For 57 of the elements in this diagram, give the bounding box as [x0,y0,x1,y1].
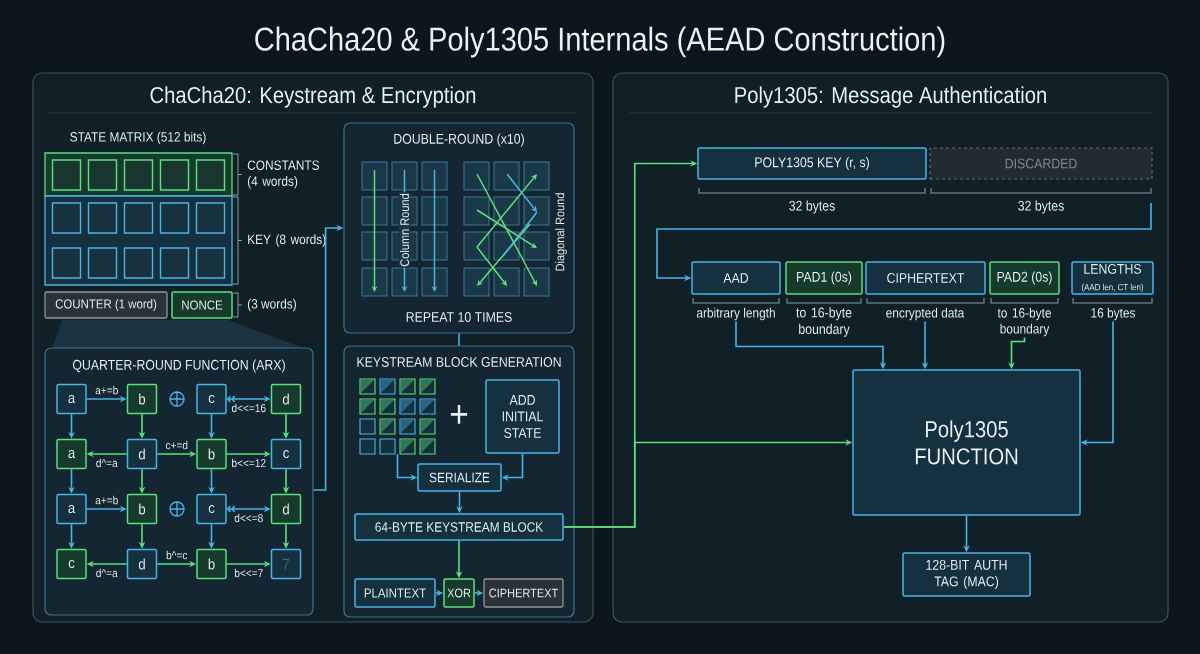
edge-label: b<<=7 [233,567,265,579]
output-box: 128-BIT AUTH TAG (MAC) [902,552,1031,597]
edge-label: b<<=12 [230,457,268,469]
size-label: 32 bytes [1018,200,1064,214]
connector-line [458,332,460,347]
message-box: LENGTHS (AAD len, CT len) [1071,261,1154,295]
variable-box: a [56,438,87,470]
note-text: 16 bytes [1091,307,1135,321]
variable-box: 7 [270,548,302,580]
variable-box: c [196,383,227,415]
variable-box: b [126,383,158,415]
variable-box: c [56,548,87,580]
size-label: KEY (8 words) [248,234,326,247]
key-box: POLY1305 KEY (r, s) [697,147,927,180]
plus-sign: + [448,404,470,428]
key-box: DISCARDED [929,147,1153,180]
message-box: PAD2 (0s) [989,261,1060,295]
edge-label: d<<=8 [233,512,265,524]
process-box: XOR [443,578,475,608]
process-box: SERIALIZE [417,463,502,492]
size-label: to 16-byte boundary [796,307,852,337]
process-box: ADD INITIAL STATE [485,379,560,454]
message-box: PAD1 (0s) [785,261,863,295]
variable-box: d [270,383,302,415]
function-box: Poly1305 FUNCTION [852,369,1081,516]
edge-label: d^=a [94,457,119,469]
variable-box: a [56,383,87,415]
edge-label: d^=a [94,567,119,579]
size-label: CONSTANTS (4 words) [247,160,320,189]
variable-box: c [270,438,302,470]
variable-box: d [126,548,158,580]
process-box: PLAINTEXT [354,578,436,608]
size-label: (3 words) [247,298,296,312]
variable-box: d [126,438,158,470]
state-box: COUNTER (1 word) [44,291,168,319]
variable-box: b [126,493,158,525]
variable-box: d [270,493,302,525]
edge-label: a+=b [94,494,120,506]
variable-box: c [196,493,227,525]
note-text: encrypted data [886,307,965,321]
edge-label: d<<=16 [230,402,268,414]
size-label: 32 bytes [789,200,835,214]
note-text: arbitrary length [696,307,775,321]
title: ChaCha20 & Poly1305 Internals (AEAD Construction) [255,26,945,58]
edge-label: a+=b [94,384,120,396]
process-box: 64-BYTE KEYSTREAM BLOCK [354,513,564,541]
variable-box: b [196,438,227,470]
round-label: Diagonal Round [554,191,568,273]
state-box: NONCE [171,291,233,319]
process-box: CIPHERTEXT [483,578,564,608]
variable-box: a [56,493,87,525]
edge-label: c+=d [164,439,189,451]
variable-box: b [196,548,227,580]
message-box: CIPHERTEXT [865,261,986,295]
edge-label: b^=c [165,549,189,561]
message-box: AAD [691,261,781,295]
note-text: to 16-byte boundary [997,307,1051,337]
